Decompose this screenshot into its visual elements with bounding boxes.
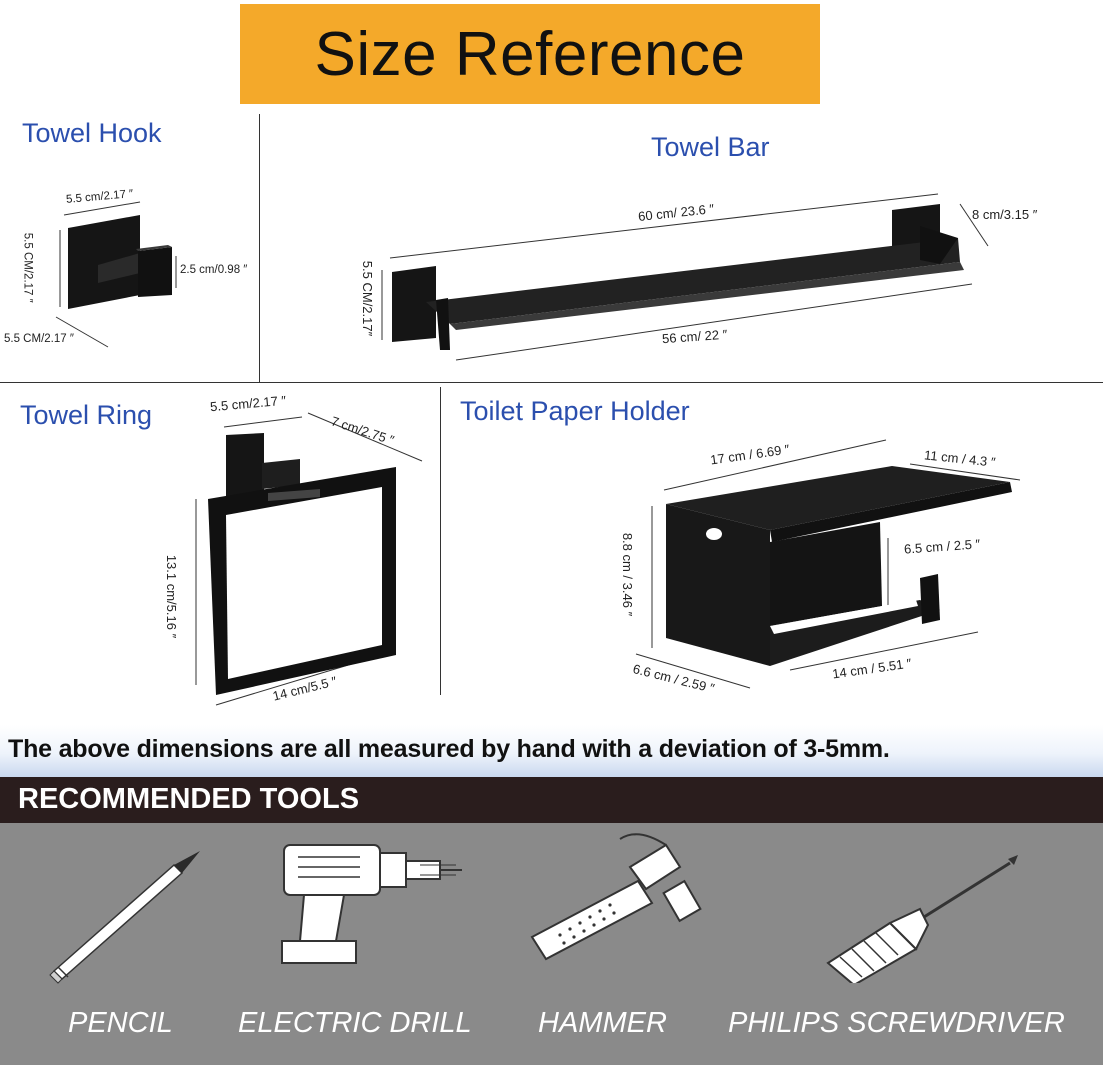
tools-area: PENCIL ELECTRIC DRILL HAMMER — [0, 823, 1103, 1065]
tools-header-text: RECOMMENDED TOOLS — [18, 783, 360, 815]
screwdriver-icon — [826, 855, 1018, 983]
towel-ring-dim-height: 13.1 cm/5.16 ″ — [164, 554, 180, 639]
towel-bar-diagram — [381, 193, 989, 361]
toilet-paper-holder-dim-height: 8.8 cm / 3.46 ″ — [620, 532, 636, 617]
toilet-paper-holder-title: Toilet Paper Holder — [460, 396, 690, 426]
towel-ring-title: Towel Ring — [20, 400, 153, 430]
drill-icon — [281, 844, 462, 964]
towel-bar-dim-height: 5.5 CM/2.17″ — [360, 260, 376, 337]
divider-horizontal — [0, 382, 1103, 383]
divider-vertical-top — [259, 114, 260, 382]
tool-label-pencil: PENCIL — [68, 1007, 173, 1039]
disclaimer-strip: The above dimensions are all measured by… — [0, 725, 1103, 777]
divider-vertical-bottom — [440, 387, 441, 695]
towel-hook-diagram — [55, 201, 177, 348]
hammer-icon — [530, 833, 702, 961]
disclaimer-text: The above dimensions are all measured by… — [8, 735, 890, 763]
towel-ring-diagram — [195, 412, 423, 706]
towel-hook-dim-base: 5.5 CM/2.17 ″ — [4, 333, 74, 345]
tools-header: RECOMMENDED TOOLS — [0, 777, 1103, 823]
tool-label-philips-screwdriver: PHILIPS SCREWDRIVER — [728, 1007, 1065, 1039]
towel-hook-title: Towel Hook — [22, 118, 162, 148]
towel-bar-dim-depth: 8 cm/3.15 ″ — [972, 207, 1038, 222]
toilet-paper-holder-diagram — [635, 439, 1021, 689]
pencil-icon — [49, 851, 200, 984]
size-reference-banner: Size Reference — [240, 4, 820, 104]
page-title: Size Reference — [314, 19, 746, 89]
towel-bar-title: Towel Bar — [651, 132, 770, 162]
towel-hook-dim-height: 5.5 CM/2.17 ″ — [21, 232, 34, 303]
tool-label-electric-drill: ELECTRIC DRILL — [238, 1007, 472, 1039]
towel-hook-dim-depth: 2.5 cm/0.98 ″ — [180, 264, 248, 276]
tool-label-hammer: HAMMER — [538, 1007, 667, 1039]
